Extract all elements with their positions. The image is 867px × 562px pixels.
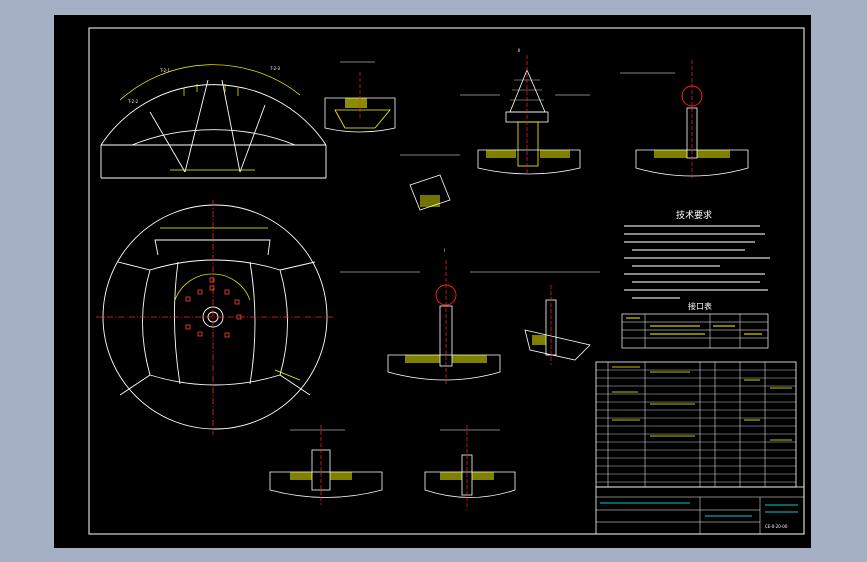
cone-fitting-detail [460,55,590,175]
view-label-t23: T-2-3 [269,66,281,71]
drawing-number: CE-0-20-00 [765,524,788,529]
tech-req-text-lines [624,225,770,299]
circular-plan-view [102,204,328,430]
bill-of-materials [595,361,797,488]
bottom-detail-left [269,425,383,505]
bottom-detail-mid [424,425,516,510]
angle-detail [400,154,460,211]
ball-fitting-detail-mid [340,260,600,385]
tee-detail [524,285,591,365]
section-detail-a [324,61,396,133]
title-block: CE-0-20-00 [595,486,805,535]
circular-plan-bolt-holes [185,277,242,338]
interface-table-heading: 接口表 [688,301,712,311]
view-label-t22: T-2-2 [127,99,139,104]
segment-plan-dims [119,64,301,171]
ball-fitting-detail-top [620,60,749,178]
drawing-frame [88,27,805,535]
technical-requirements-block: 技术要求 [624,209,770,299]
tech-req-heading: 技术要求 [676,209,712,221]
detail-tag-i: I [444,248,445,253]
view-label-t21: T-2-1 [159,68,171,73]
segment-plan-view [100,79,327,179]
detail-tag-ii: II [518,48,520,53]
interface-table: 接口表 [621,301,769,349]
circular-plan-centerlines [96,200,335,435]
circular-plan-dims [160,227,301,381]
